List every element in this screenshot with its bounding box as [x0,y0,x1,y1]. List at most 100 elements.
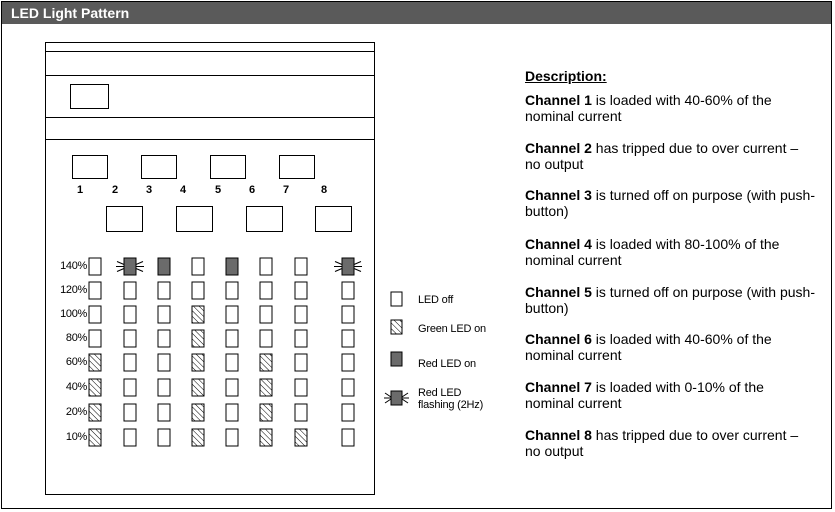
led-ch7-off [294,281,308,300]
led-ch8-flash [334,257,362,276]
led-ch4-green [191,329,205,348]
led-ch6-off [259,329,273,348]
led-ch5-off [225,329,239,348]
legend-off-label: LED off [418,294,454,306]
channel-description: Channel 8 has tripped due to over curren… [525,427,815,459]
led-ch5-off [225,305,239,324]
legend-flash-swatch [384,390,409,406]
channel-description: Channel 4 is loaded with 80-100% of the … [525,236,815,268]
led-ch7-off [294,329,308,348]
led-ch5-red [225,257,239,276]
led-ch1-green [88,403,102,422]
led-ch6-off [259,281,273,300]
channel-description-text: is loaded with 40-60% of the nominal cur… [525,331,772,363]
led-ch3-off [157,329,171,348]
led-ch3-red [157,257,171,276]
level-label: 120% [60,284,87,296]
led-ch1-off [88,305,102,324]
legend-red-label: Red LED on [418,358,476,370]
push-button-ch3[interactable] [141,155,177,179]
channel-description: Channel 2 has tripped due to over curren… [525,140,815,172]
led-ch5-off [225,353,239,372]
led-ch6-off [259,257,273,276]
led-ch7-off [294,353,308,372]
channel-description-label: Channel 6 [525,331,592,347]
led-ch1-off [88,329,102,348]
description-heading: Description: [525,68,607,84]
push-button-ch4[interactable] [176,206,213,232]
led-ch6-green [259,378,273,397]
channel-description: Channel 1 is loaded with 40-60% of the n… [525,92,815,124]
led-ch5-off [225,378,239,397]
figure-title: LED Light Pattern [2,2,831,24]
legend-flash-label-line1: Red LED [418,387,462,399]
channel-description-text: is loaded with 40-60% of the nominal cur… [525,92,772,124]
level-label: 100% [60,308,87,320]
channel-description-text: is turned off on purpose (with push-butt… [525,284,815,316]
led-ch3-off [157,353,171,372]
led-ch5-off [225,281,239,300]
led-ch2-off [123,305,137,324]
channel-number-8: 8 [320,184,328,196]
channel-number-4: 4 [179,184,187,196]
led-ch1-green [88,428,102,447]
push-button-ch6[interactable] [246,206,283,232]
led-ch4-off [191,281,205,300]
panel-divider [46,117,374,118]
led-ch6-green [259,428,273,447]
legend-green-swatch [390,319,403,335]
panel-divider [46,75,374,76]
led-ch7-off [294,403,308,422]
led-ch1-off [88,281,102,300]
led-ch8-off [341,329,355,348]
led-ch2-flash [116,257,144,276]
channel-number-5: 5 [214,184,222,196]
channel-description-text: has tripped due to over current – no out… [525,140,799,172]
led-ch8-off [341,305,355,324]
channel-description-text: has tripped due to over current – no out… [525,427,799,459]
channel-description-label: Channel 5 [525,284,592,300]
led-ch2-off [123,428,137,447]
led-ch2-off [123,378,137,397]
channel-description: Channel 7 is loaded with 0-10% of the no… [525,379,815,411]
push-button-ch7[interactable] [279,155,315,179]
channel-number-1: 1 [76,184,84,196]
led-ch7-off [294,378,308,397]
push-button-ch8[interactable] [315,206,352,232]
push-button-ch1[interactable] [72,155,108,179]
led-ch3-off [157,378,171,397]
channel-description-label: Channel 8 [525,427,592,443]
channel-description: Channel 6 is loaded with 40-60% of the n… [525,331,815,363]
led-ch2-off [123,281,137,300]
push-button-ch5[interactable] [210,155,246,179]
level-label: 40% [65,381,87,393]
led-ch3-off [157,281,171,300]
channel-description-label: Channel 1 [525,92,592,108]
channel-description-label: Channel 7 [525,379,592,395]
channel-number-3: 3 [145,184,153,196]
led-ch4-green [191,378,205,397]
led-ch4-green [191,428,205,447]
display-window [70,84,109,109]
led-ch1-green [88,353,102,372]
channel-description-label: Channel 2 [525,140,592,156]
led-ch4-green [191,305,205,324]
level-label: 10% [65,431,87,443]
level-label: 140% [60,260,87,272]
led-ch3-off [157,305,171,324]
panel-divider [46,139,374,140]
led-ch4-green [191,403,205,422]
led-ch6-green [259,403,273,422]
led-ch2-off [123,353,137,372]
channel-description-text: is loaded with 80-100% of the nominal cu… [525,236,780,268]
level-label: 80% [65,332,87,344]
led-ch8-off [341,281,355,300]
level-label: 20% [65,406,87,418]
channel-number-7: 7 [282,184,290,196]
led-ch8-off [341,353,355,372]
led-ch4-green [191,353,205,372]
push-button-ch2[interactable] [106,206,143,232]
led-ch8-off [341,378,355,397]
